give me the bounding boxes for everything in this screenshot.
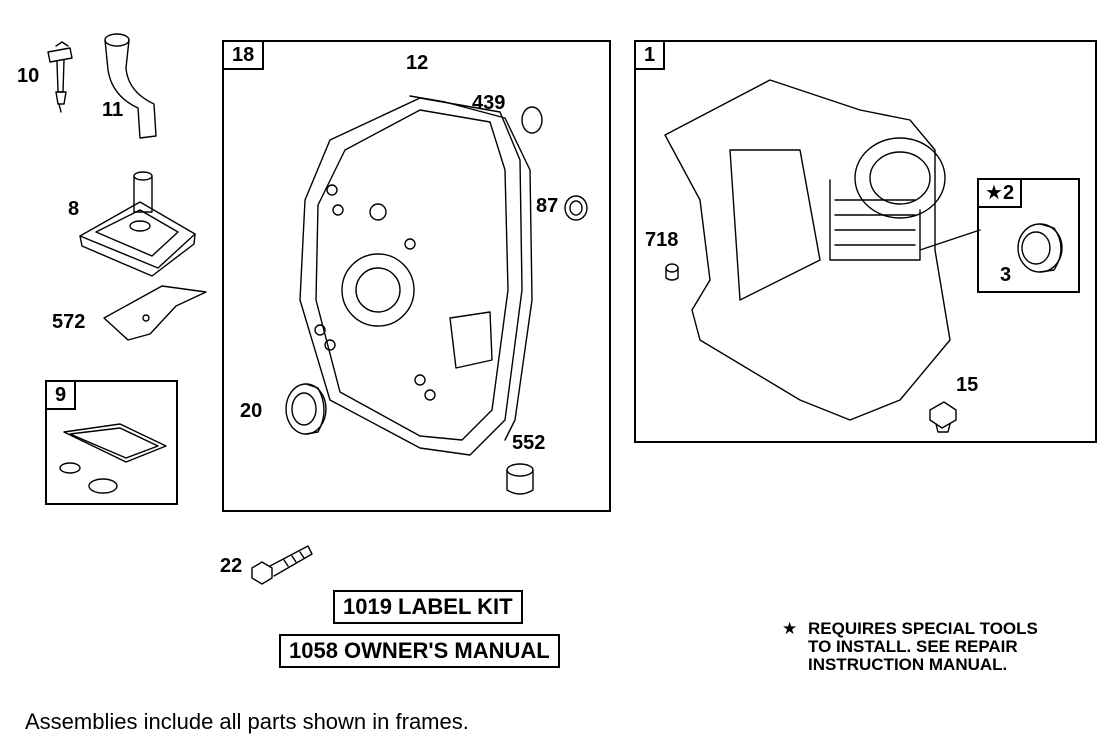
part-label-15: 15 bbox=[956, 374, 979, 396]
part-label-20: 20 bbox=[240, 400, 263, 422]
part-label-552: 552 bbox=[512, 432, 546, 454]
tube-icon bbox=[104, 33, 157, 139]
footer-text: Assemblies include all parts shown in fr… bbox=[25, 709, 469, 734]
part-label-10: 10 bbox=[17, 65, 40, 87]
engine-block-icon bbox=[664, 79, 981, 421]
frame-18-tag: 18 bbox=[222, 40, 265, 70]
part-label-718: 718 bbox=[645, 229, 679, 251]
crankcase-cover-icon bbox=[299, 95, 533, 456]
part-label-22: 22 bbox=[220, 555, 243, 577]
frame-18: 18 bbox=[222, 40, 611, 512]
seal-icon bbox=[564, 195, 588, 221]
part-label-87: 87 bbox=[536, 195, 559, 217]
star-icon: ★ bbox=[985, 182, 1003, 204]
frame-2-tag: ★2 bbox=[977, 178, 1023, 208]
note-line-2: TO INSTALL. SEE REPAIR bbox=[808, 637, 1018, 656]
part-label-12: 12 bbox=[406, 52, 429, 74]
seal-2-icon bbox=[1017, 223, 1063, 273]
breather-cover-icon bbox=[79, 171, 196, 277]
note-line-3: INSTRUCTION MANUAL. bbox=[808, 655, 1008, 674]
gasket-set-icon bbox=[59, 423, 167, 494]
frame-2-number: 2 bbox=[1002, 182, 1015, 204]
oil-seal-icon bbox=[285, 383, 327, 435]
note-line-1: REQUIRES SPECIAL TOOLS bbox=[808, 619, 1038, 638]
frame-1: 1 bbox=[634, 40, 1097, 443]
frame-9-tag: 9 bbox=[45, 380, 77, 410]
part-label-8: 8 bbox=[68, 198, 80, 220]
bushing-icon bbox=[506, 463, 534, 495]
long-bolt-icon bbox=[251, 545, 313, 585]
owners-manual-box: 1058 OWNER'S MANUAL bbox=[279, 634, 560, 668]
plate-icon bbox=[103, 285, 207, 341]
part-label-3: 3 bbox=[1000, 264, 1012, 286]
label-kit-box: 1019 LABEL KIT bbox=[333, 590, 523, 624]
washer-icon bbox=[521, 106, 543, 134]
part-label-572: 572 bbox=[52, 311, 86, 333]
frame-2: ★2 bbox=[977, 178, 1080, 293]
part-label-439: 439 bbox=[472, 92, 506, 114]
drain-plug-icon bbox=[929, 401, 957, 433]
part-label-11: 11 bbox=[102, 99, 124, 121]
bolt-icon bbox=[47, 41, 73, 113]
frame-1-tag: 1 bbox=[634, 40, 666, 70]
star-icon: ★ bbox=[782, 619, 798, 638]
dowel-pin-icon bbox=[665, 263, 679, 281]
frame-9: 9 bbox=[45, 380, 178, 505]
